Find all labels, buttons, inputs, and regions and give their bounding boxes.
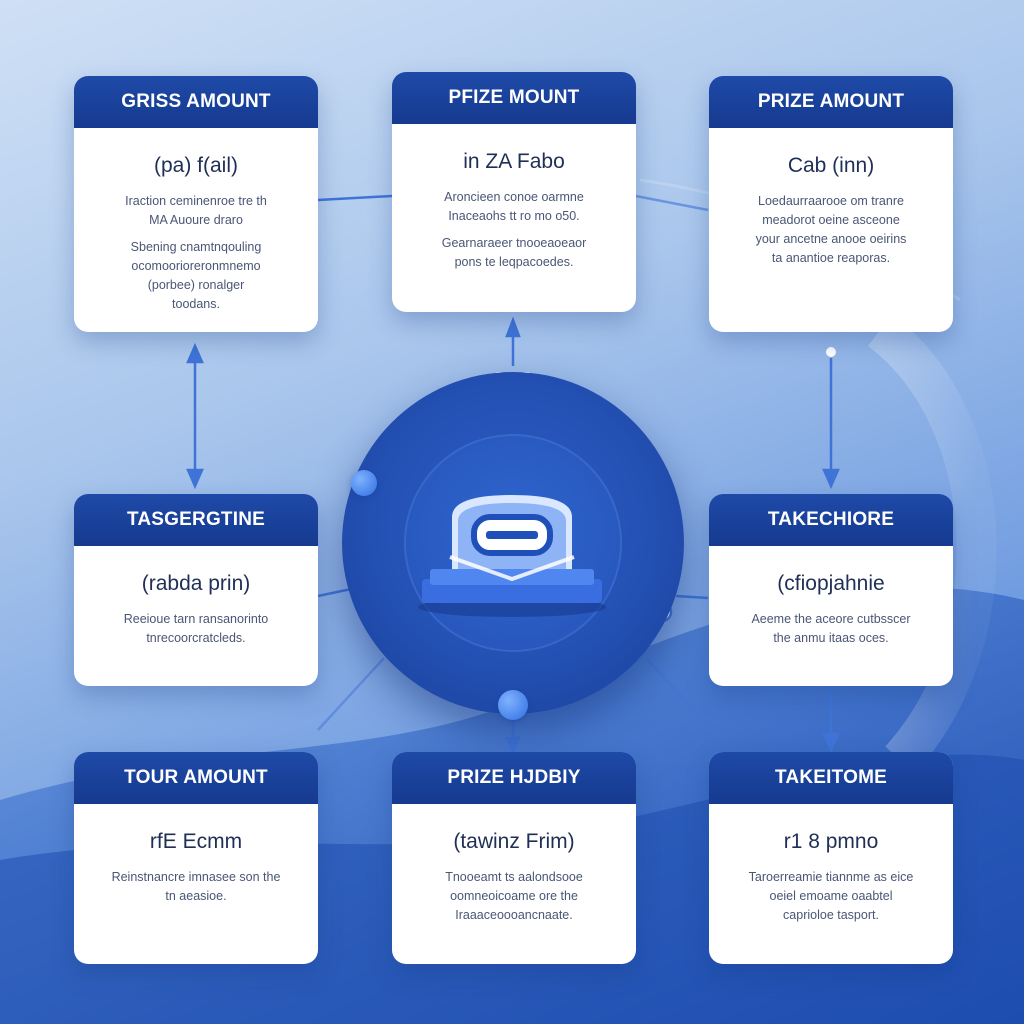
node-dot: [498, 690, 528, 720]
card-title: TAKECHIORE: [709, 494, 953, 546]
card-value: r1 8 pmno: [783, 830, 879, 853]
card-value: (tawinz Frim): [453, 830, 575, 853]
arrow-down-icon: [186, 468, 204, 490]
card-top-right[interactable]: PRIZE AMOUNT Cab (inn) Loedaurraarooe om…: [709, 76, 953, 332]
arrow-up-icon: [505, 316, 521, 338]
connector-line: [635, 194, 709, 212]
card-middle-right[interactable]: TAKECHIORE (cfiopjahnie Aeeme the aceore…: [709, 494, 953, 686]
connector-line: [647, 659, 709, 727]
central-hub: [342, 372, 684, 714]
card-title: PFIZE MOUNT: [392, 72, 636, 124]
card-value: (cfiopjahnie: [777, 572, 885, 595]
card-value: rfE Ecmm: [149, 830, 243, 853]
card-title: TAKEITOME: [709, 752, 953, 804]
arrow-down-icon: [822, 732, 840, 754]
background-arc: [867, 314, 997, 774]
card-bottom-left[interactable]: TOUR AMOUNT rfE Ecmm Reinstnancre imnase…: [74, 752, 318, 964]
card-title: PRIZE HJDBIY: [392, 752, 636, 804]
connector-line: [675, 594, 709, 600]
card-bottom-center[interactable]: PRIZE HJDBIY (tawinz Frim) Tnooeamt ts a…: [392, 752, 636, 964]
card-bottom-right[interactable]: TAKEITOME r1 8 pmno Taroerreamie tiannme…: [709, 752, 953, 964]
arrow-up-icon: [186, 342, 204, 364]
card-title: PRIZE AMOUNT: [709, 76, 953, 128]
card-middle-left[interactable]: TASGERGTINE (rabda prin) Reeioue tarn ra…: [74, 494, 318, 686]
arrow-down-icon: [822, 468, 840, 490]
card-value: (rabda prin): [141, 572, 251, 595]
card-value: Cab (inn): [787, 154, 875, 177]
card-value: (pa) f(ail): [153, 154, 238, 177]
card-title: TOUR AMOUNT: [74, 752, 318, 804]
card-title: TASGERGTINE: [74, 494, 318, 546]
node-dot: [351, 470, 377, 496]
connector-node: [826, 347, 836, 357]
card-title: GRISS AMOUNT: [74, 76, 318, 128]
card-top-left[interactable]: GRISS AMOUNT (pa) f(ail) Iraction cemine…: [74, 76, 318, 332]
card-top-center[interactable]: PFIZE MOUNT in ZA Fabo Aroncieen conoe o…: [392, 72, 636, 312]
connector-line: [317, 657, 385, 731]
arrow-down-icon: [505, 736, 521, 756]
connector-line: [317, 194, 393, 202]
printer-icon: [418, 495, 606, 617]
card-value: in ZA Fabo: [463, 150, 565, 173]
